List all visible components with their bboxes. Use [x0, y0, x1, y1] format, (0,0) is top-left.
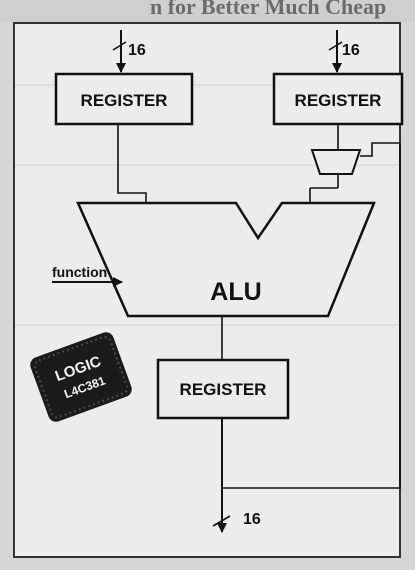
register-top-left: REGISTER [56, 74, 192, 124]
wire-register-to-alu [118, 124, 146, 203]
alu-label: ALU [210, 278, 261, 306]
bus-width-label: 16 [243, 511, 261, 528]
register-label: REGISTER [295, 91, 382, 110]
bus-width-label: 16 [342, 42, 360, 59]
input-bus-left: 16 [113, 30, 146, 72]
bus-slash [329, 42, 342, 50]
register-label: REGISTER [180, 380, 267, 399]
input-bus-right: 16 [329, 30, 360, 72]
register-label: REGISTER [81, 91, 168, 110]
register-top-right: REGISTER [274, 74, 402, 124]
register-bottom: REGISTER [158, 360, 288, 418]
bus-width-label: 16 [128, 42, 146, 59]
multiplexer [310, 124, 400, 203]
alu-block: ALU [78, 203, 374, 316]
feedback-tap [360, 143, 400, 156]
function-label: function [52, 264, 107, 280]
logic-chip: LOGIC L4C381 [28, 330, 134, 424]
output-bus: 16 [213, 418, 261, 532]
bus-slash [113, 42, 126, 50]
